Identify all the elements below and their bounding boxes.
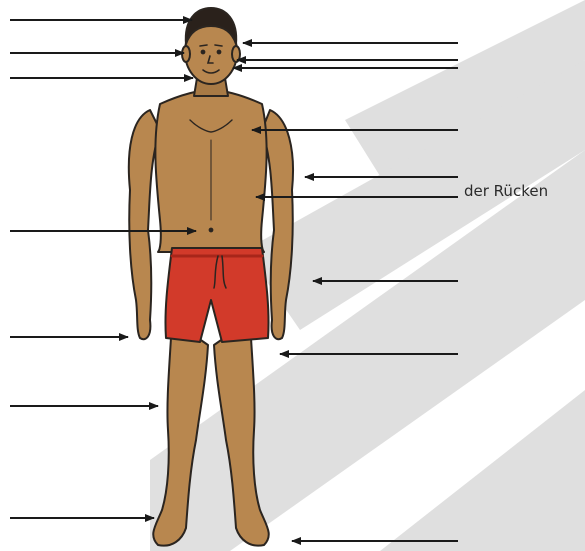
label-back: der Rücken bbox=[464, 182, 548, 200]
